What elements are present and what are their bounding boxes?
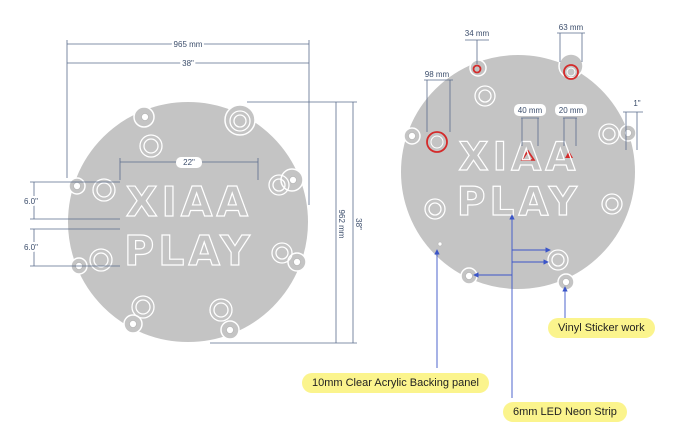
right-hole-34: 34 mm	[465, 29, 490, 38]
callout-leaders	[434, 214, 568, 398]
left-height-mm: 962 mm	[337, 210, 346, 239]
left-backing-panel	[66, 100, 310, 344]
left-height-in: 38"	[354, 218, 363, 230]
red-highlight-holes	[426, 64, 579, 153]
right-hole-63: 63 mm	[559, 23, 584, 32]
led-neon-strip-callout: 6mm LED Neon Strip	[503, 402, 627, 422]
right-tri-20: 20 mm	[559, 106, 584, 115]
right-mount-rings	[424, 85, 623, 271]
right-panel-view: XIAA PLAY 34 mm 63 mm 98 mm 40 mm 20 mm …	[399, 23, 643, 398]
red-triangle-markers	[520, 149, 573, 161]
left-sign-line1-inner: XIAA	[126, 178, 252, 226]
right-hole-98: 98 mm	[425, 70, 450, 79]
right-sign-line2: PLAY	[457, 180, 581, 225]
right-tri-40: 40 mm	[518, 106, 543, 115]
left-line2-height: 6.0"	[24, 243, 38, 252]
left-sign-line2: PLAY	[124, 227, 254, 275]
right-sign-line1: XIAA	[459, 135, 580, 180]
left-sign-line1: XIAA	[126, 178, 252, 226]
acrylic-backing-callout: 10mm Clear Acrylic Backing panel	[302, 373, 489, 393]
left-screw-holes	[73, 113, 301, 334]
vinyl-sticker-callout: Vinyl Sticker work	[548, 318, 655, 338]
left-mount-rings	[89, 110, 293, 322]
left-panel-view: XIAA XIAA PLAY 965 mm 38" 962 mm 38" 22"…	[22, 38, 365, 344]
left-width-mm: 965 mm	[174, 40, 203, 49]
right-edge-1in: 1"	[633, 99, 640, 108]
left-width-in: 38"	[182, 59, 194, 68]
left-text-width: 22"	[183, 158, 195, 167]
right-edge-tabs	[403, 53, 637, 291]
left-line1-height: 6.0"	[24, 197, 38, 206]
